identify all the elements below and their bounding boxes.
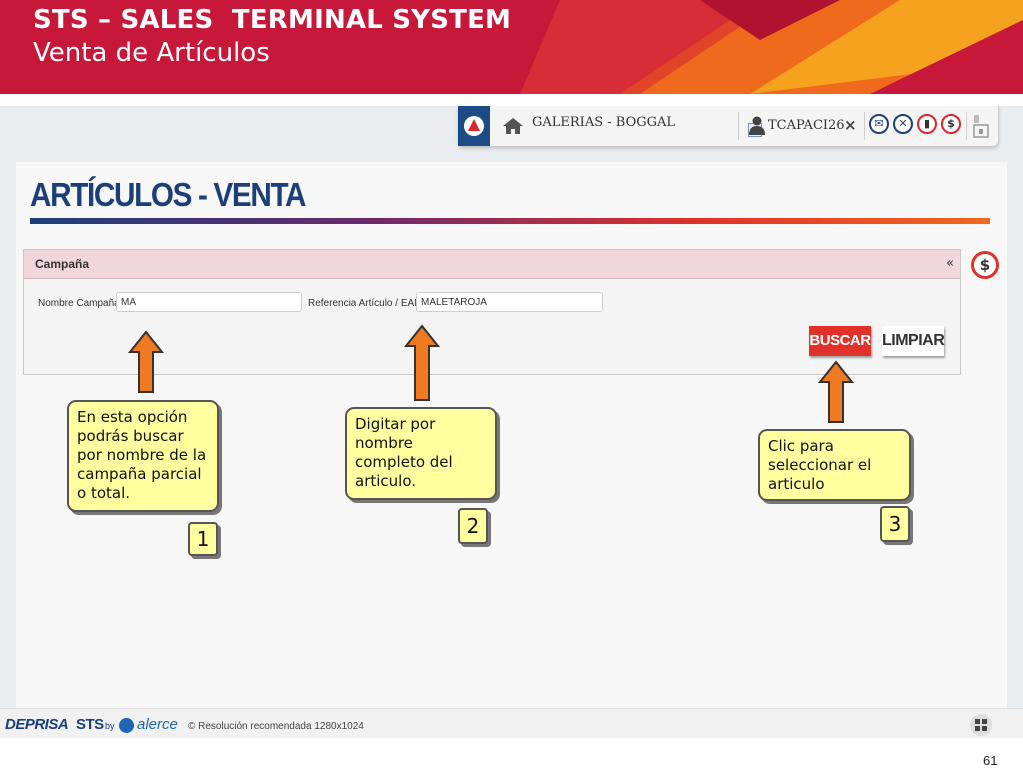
slide-subtitle: Venta de Artículos [33, 38, 270, 68]
brand-sts: STS [76, 716, 104, 733]
grid-menu-icon[interactable] [970, 714, 992, 736]
arrow-up-icon [404, 324, 440, 401]
callout-1: En esta opción podrás buscar por nombre … [67, 400, 219, 512]
slide-banner: STS – SALES TERMINAL SYSTEM Venta de Art… [0, 0, 1023, 94]
page-title: ARTÍCULOS - VENTA [30, 176, 306, 213]
reference-input[interactable]: MALETAROJA [416, 292, 603, 312]
x-circle-icon[interactable]: ✕ [893, 114, 913, 134]
alerce-logo-icon [119, 718, 134, 733]
envelope-icon[interactable]: ✉ [869, 114, 889, 134]
clear-button[interactable]: LIMPIAR [882, 326, 945, 356]
app-footer: DEPRISA STS by alerce © Resolución recom… [0, 708, 1023, 738]
close-icon[interactable]: × [844, 116, 857, 134]
callout-number-2: 2 [458, 508, 488, 544]
toolbar-divider [864, 112, 865, 140]
dollar-icon[interactable]: $ [941, 114, 961, 134]
user-icon [749, 116, 765, 135]
reference-label: Referencia Artículo / EAN [308, 298, 422, 309]
title-underline [30, 218, 990, 224]
store-name: GALERIAS - BOGGAL [532, 115, 676, 130]
toolbar-divider [966, 112, 967, 140]
collapse-icon[interactable]: « [946, 256, 954, 271]
banner-decoration [520, 0, 1023, 94]
brand-alerce: alerce [137, 716, 178, 733]
callout-number-1: 1 [188, 522, 218, 556]
campaign-panel: Campaña « Nombre Campaña MA Referencia A… [23, 249, 961, 375]
bag-icon[interactable]: ▮ [917, 114, 937, 134]
app-logo[interactable] [458, 106, 490, 146]
logo-icon [464, 116, 484, 136]
panel-title: Campaña [35, 257, 90, 271]
store-selector[interactable]: GALERIAS - BOGGAL ▼ [498, 112, 762, 140]
brand-deprisa: DEPRISA [5, 716, 69, 733]
campaign-name-label: Nombre Campaña [38, 298, 120, 309]
page-number: 61 [983, 753, 998, 768]
app-screen: GALERIAS - BOGGAL ▼ TCAPACI26 × ✉ ✕ ▮ $ … [0, 106, 1023, 738]
callout-number-3: 3 [880, 506, 910, 542]
resolution-note: © Resolución recomendada 1280x1024 [188, 721, 364, 732]
cashier-icon[interactable] [971, 113, 991, 139]
callout-2: Digitar por nombre completo del articulo… [345, 407, 497, 500]
top-toolbar: GALERIAS - BOGGAL ▼ TCAPACI26 × ✉ ✕ ▮ $ [458, 106, 999, 147]
home-icon [503, 118, 523, 134]
callout-3: Clic para seleccionar el articulo [758, 429, 911, 501]
search-button[interactable]: BUSCAR [809, 326, 871, 356]
arrow-up-icon [818, 360, 854, 423]
toolbar-divider [738, 112, 739, 140]
user-name: TCAPACI26 [768, 118, 845, 133]
arrow-up-icon [128, 330, 164, 393]
panel-header[interactable]: Campaña « [24, 250, 960, 279]
side-dollar-icon[interactable]: $ [971, 251, 999, 279]
slide-title: STS – SALES TERMINAL SYSTEM [33, 5, 512, 35]
campaign-name-input[interactable]: MA [116, 292, 302, 312]
brand-by: by [105, 721, 115, 731]
